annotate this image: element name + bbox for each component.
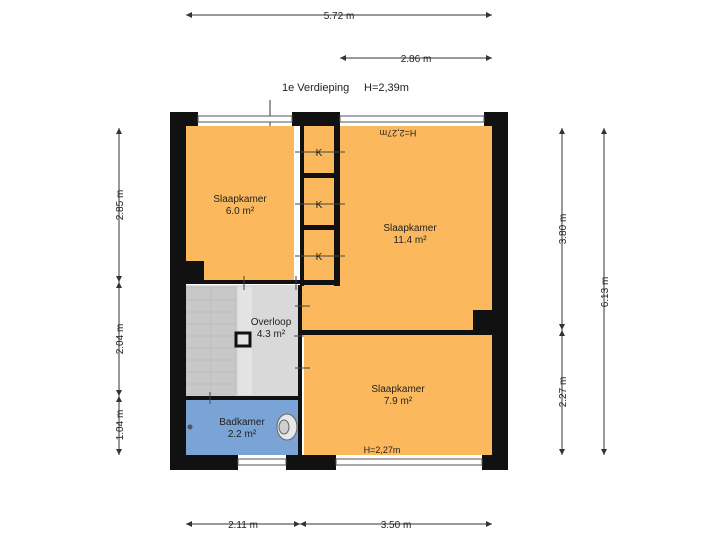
dim-bottom-left: 2.11 m <box>228 520 258 531</box>
room-slaapkamer-lower <box>304 335 492 455</box>
closet-2 <box>304 178 334 225</box>
drain-icon <box>187 424 193 430</box>
ceiling-height-label: H=2,39m <box>364 82 409 94</box>
height-label-flipped: H=2,27m <box>380 128 417 138</box>
door-marks <box>209 151 345 404</box>
dim-top-total: 5.72 m <box>324 11 355 22</box>
label-badkamer-name: Badkamer <box>219 417 265 428</box>
dim-left-middle: 2.04 m <box>115 324 126 355</box>
dimension-lines <box>118 14 605 525</box>
walls <box>170 112 508 470</box>
closet-label-3: K <box>316 252 323 263</box>
dim-right-total: 6.13 m <box>600 277 611 308</box>
dim-right-inner-upper: 3.80 m <box>558 214 569 245</box>
label-badkamer-area: 2.2 m² <box>228 429 257 440</box>
label-slaapkamer-small-name: Slaapkamer <box>213 194 267 205</box>
dimension-arrowheads <box>116 12 607 527</box>
label-slaapkamer-lower-area: 7.9 m² <box>384 396 413 407</box>
label-slaapkamer-lower-name: Slaapkamer <box>371 384 425 395</box>
label-overloop-name: Overloop <box>251 317 292 328</box>
room-slaapkamer-small <box>186 126 294 281</box>
toilet-bowl-icon <box>278 419 290 435</box>
dim-bottom-right: 3.50 m <box>381 520 412 531</box>
dim-right-inner-lower: 2.27 m <box>558 377 569 408</box>
dim-left-lower: 1.04 m <box>115 410 126 441</box>
label-slaapkamer-large-name: Slaapkamer <box>383 223 437 234</box>
closet-label-1: K <box>316 148 323 159</box>
floor-label: 1e Verdieping <box>282 82 349 94</box>
closet-3 <box>304 230 334 280</box>
dim-top-right: 2.86 m <box>401 54 432 65</box>
stair-landing <box>238 287 252 395</box>
dim-left-upper: 2.85 m <box>115 190 126 221</box>
closet-label-2: K <box>316 200 323 211</box>
label-slaapkamer-small-area: 6.0 m² <box>226 206 255 217</box>
closet-1 <box>304 128 334 173</box>
label-slaapkamer-large-area: 11.4 m² <box>393 235 427 246</box>
height-label-lower: H=2,27m <box>364 445 401 455</box>
label-overloop-area: 4.3 m² <box>257 329 286 340</box>
windows <box>197 115 485 466</box>
staircase <box>185 286 237 396</box>
